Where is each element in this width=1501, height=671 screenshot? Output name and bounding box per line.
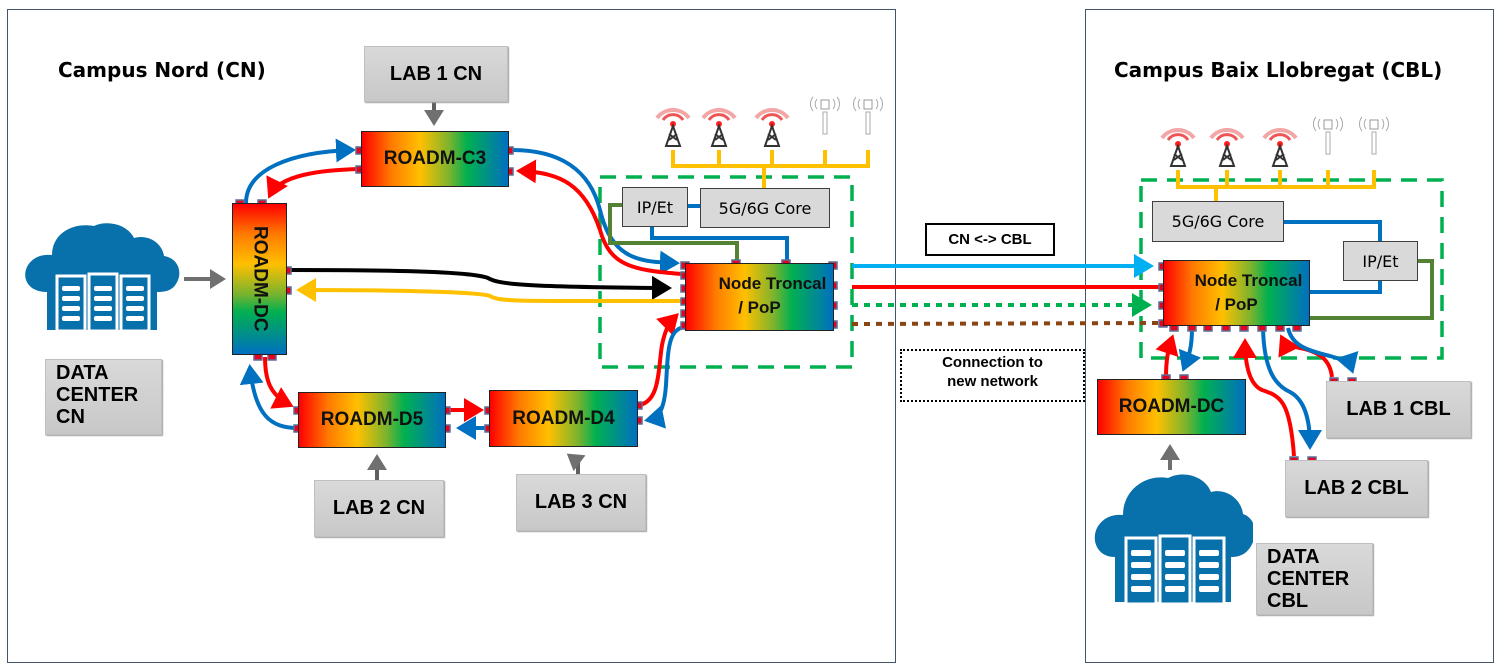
- roadm-c3[interactable]: ROADM-C3: [361, 131, 509, 187]
- data-center-cn-cloud-icon: [25, 223, 180, 332]
- link-dc-d5-red: [263, 356, 294, 409]
- core-5g6g-cn[interactable]: 5G/6G Core: [700, 188, 830, 228]
- link-c3-dc-red: [266, 167, 361, 199]
- cbl-ip-node-green: [1306, 259, 1434, 320]
- link-node-d4-blue: [644, 325, 685, 429]
- dc-cbl-line3: CBL: [1267, 590, 1309, 612]
- roadm-d4[interactable]: ROADM-D4: [489, 390, 638, 447]
- dc-cbl-line1: DATA: [1267, 546, 1320, 568]
- link-d4-node-red: [639, 313, 679, 407]
- dc-cn-line3: CN: [56, 406, 85, 428]
- campus-nord-frame: [7, 9, 896, 663]
- small-cell-icon: [1312, 116, 1344, 155]
- lab-1-cbl-label: LAB 1 CBL: [1346, 398, 1451, 420]
- cn-cbl-link-label: CN <-> CBL: [925, 223, 1055, 256]
- node-cn-line2: / PoP: [738, 298, 781, 317]
- lab-3-cn[interactable]: LAB 3 CN: [516, 474, 646, 531]
- cbl-lab1-node-red: [1278, 334, 1334, 378]
- lab-2-cbl-label: LAB 2 CBL: [1304, 477, 1409, 499]
- ip-et-cbl-label: IP/Et: [1362, 251, 1399, 271]
- lab-1-cn[interactable]: LAB 1 CN: [364, 46, 508, 102]
- roadm-dc-cn[interactable]: ROADM-DC: [232, 203, 287, 355]
- cbl-node-lab1-blue: [1286, 327, 1359, 374]
- lab-2-cn-label: LAB 2 CN: [332, 497, 426, 519]
- cn-antennas: [655, 96, 884, 147]
- interlink-brown-dotted: [851, 321, 1161, 326]
- cbl-antenna-bus: [1176, 170, 1376, 203]
- lab-1-cbl[interactable]: LAB 1 CBL: [1326, 381, 1471, 438]
- cbl-node-lab2-blue: [1261, 327, 1322, 450]
- roadm-c3-label: ROADM-C3: [383, 148, 487, 169]
- cell-tower-icon: [701, 108, 737, 147]
- small-cell-icon: [852, 96, 884, 135]
- cn-antenna-bus: [671, 150, 870, 188]
- cbl-lab2-node-red: [1233, 338, 1296, 457]
- cell-tower-icon: [655, 108, 691, 147]
- link-c3-node-blue: [511, 148, 680, 275]
- cell-tower-icon: [1160, 128, 1196, 167]
- link-d5-dc-blue: [239, 364, 299, 430]
- lab-3-cn-label: LAB 3 CN: [534, 491, 628, 513]
- core-5g6g-cbl[interactable]: 5G/6G Core: [1152, 201, 1284, 242]
- roadm-d4-label: ROADM-D4: [512, 407, 615, 429]
- cn-cbl-link-text: CN <-> CBL: [948, 231, 1032, 248]
- new-network-line1: Connection to: [942, 354, 1043, 371]
- lab-2-cn[interactable]: LAB 2 CN: [314, 480, 444, 537]
- roadm-dc-cn-label: ROADM-DC: [249, 226, 271, 332]
- cn-ip-node-green: [608, 203, 739, 263]
- cbl-dc-node-red: [1155, 334, 1179, 378]
- small-cell-icon: [1358, 116, 1390, 155]
- ip-et-cbl[interactable]: IP/Et: [1343, 241, 1418, 281]
- cbl-ip-node-blue: [1308, 280, 1382, 294]
- link-dc-c3-blue: [244, 138, 356, 204]
- link-node-dc-yellow: [296, 278, 685, 304]
- node-cbl-line2: / PoP: [1215, 295, 1258, 314]
- cn-ip-node-blue: [650, 220, 789, 263]
- data-center-cbl-label: DATA CENTER CBL: [1256, 543, 1373, 615]
- lab-2-cbl[interactable]: LAB 2 CBL: [1285, 460, 1428, 517]
- small-cell-icon: [809, 96, 841, 135]
- roadm-d5[interactable]: ROADM-D5: [298, 392, 446, 448]
- roadm-dc-cbl-label: ROADM-DC: [1118, 396, 1225, 417]
- lab-1-cn-label: LAB 1 CN: [389, 62, 483, 85]
- new-network-line2: new network: [947, 373, 1038, 390]
- new-network-label: Connection to new network: [900, 349, 1085, 402]
- ip-et-cn[interactable]: IP/Et: [622, 187, 688, 227]
- core-cbl-label: 5G/6G Core: [1171, 212, 1265, 231]
- node-cbl-line1: Node Troncal: [1194, 271, 1303, 290]
- data-center-cbl-cloud-icon: [1094, 474, 1253, 606]
- cell-tower-icon: [1262, 128, 1298, 167]
- cell-tower-icon: [754, 108, 790, 147]
- cbl-antennas: [1160, 116, 1390, 167]
- node-cn-line1: Node Troncal: [718, 274, 827, 293]
- roadm-d5-label: ROADM-D5: [320, 409, 424, 430]
- campus-nord-title: Campus Nord (CN): [58, 58, 266, 82]
- campus-cbl-title: Campus Baix Llobregat (CBL): [1114, 58, 1443, 82]
- roadm-dc-cbl[interactable]: ROADM-DC: [1097, 379, 1246, 435]
- cn-pop-region: [598, 175, 854, 369]
- cbl-core-ip-blue: [1284, 220, 1382, 243]
- node-troncal-cbl[interactable]: Node Troncal / PoP: [1163, 260, 1310, 326]
- lab3cn-arrow: [566, 453, 586, 474]
- data-center-cn-label: DATA CENTER CN: [45, 359, 162, 435]
- link-dc-node-black: [287, 268, 672, 300]
- ip-et-cn-label: IP/Et: [636, 197, 674, 217]
- dc-cn-line1: DATA: [56, 362, 109, 384]
- link-node-c3-red: [516, 159, 683, 276]
- dc-cn-line2: CENTER: [56, 384, 139, 406]
- cbl-node-dc-blue: [1178, 327, 1202, 372]
- core-cn-label: 5G/6G Core: [718, 198, 812, 218]
- cell-tower-icon: [1209, 128, 1245, 167]
- dc-cbl-line2: CENTER: [1267, 568, 1350, 590]
- node-troncal-cn[interactable]: Node Troncal / PoP: [685, 263, 834, 331]
